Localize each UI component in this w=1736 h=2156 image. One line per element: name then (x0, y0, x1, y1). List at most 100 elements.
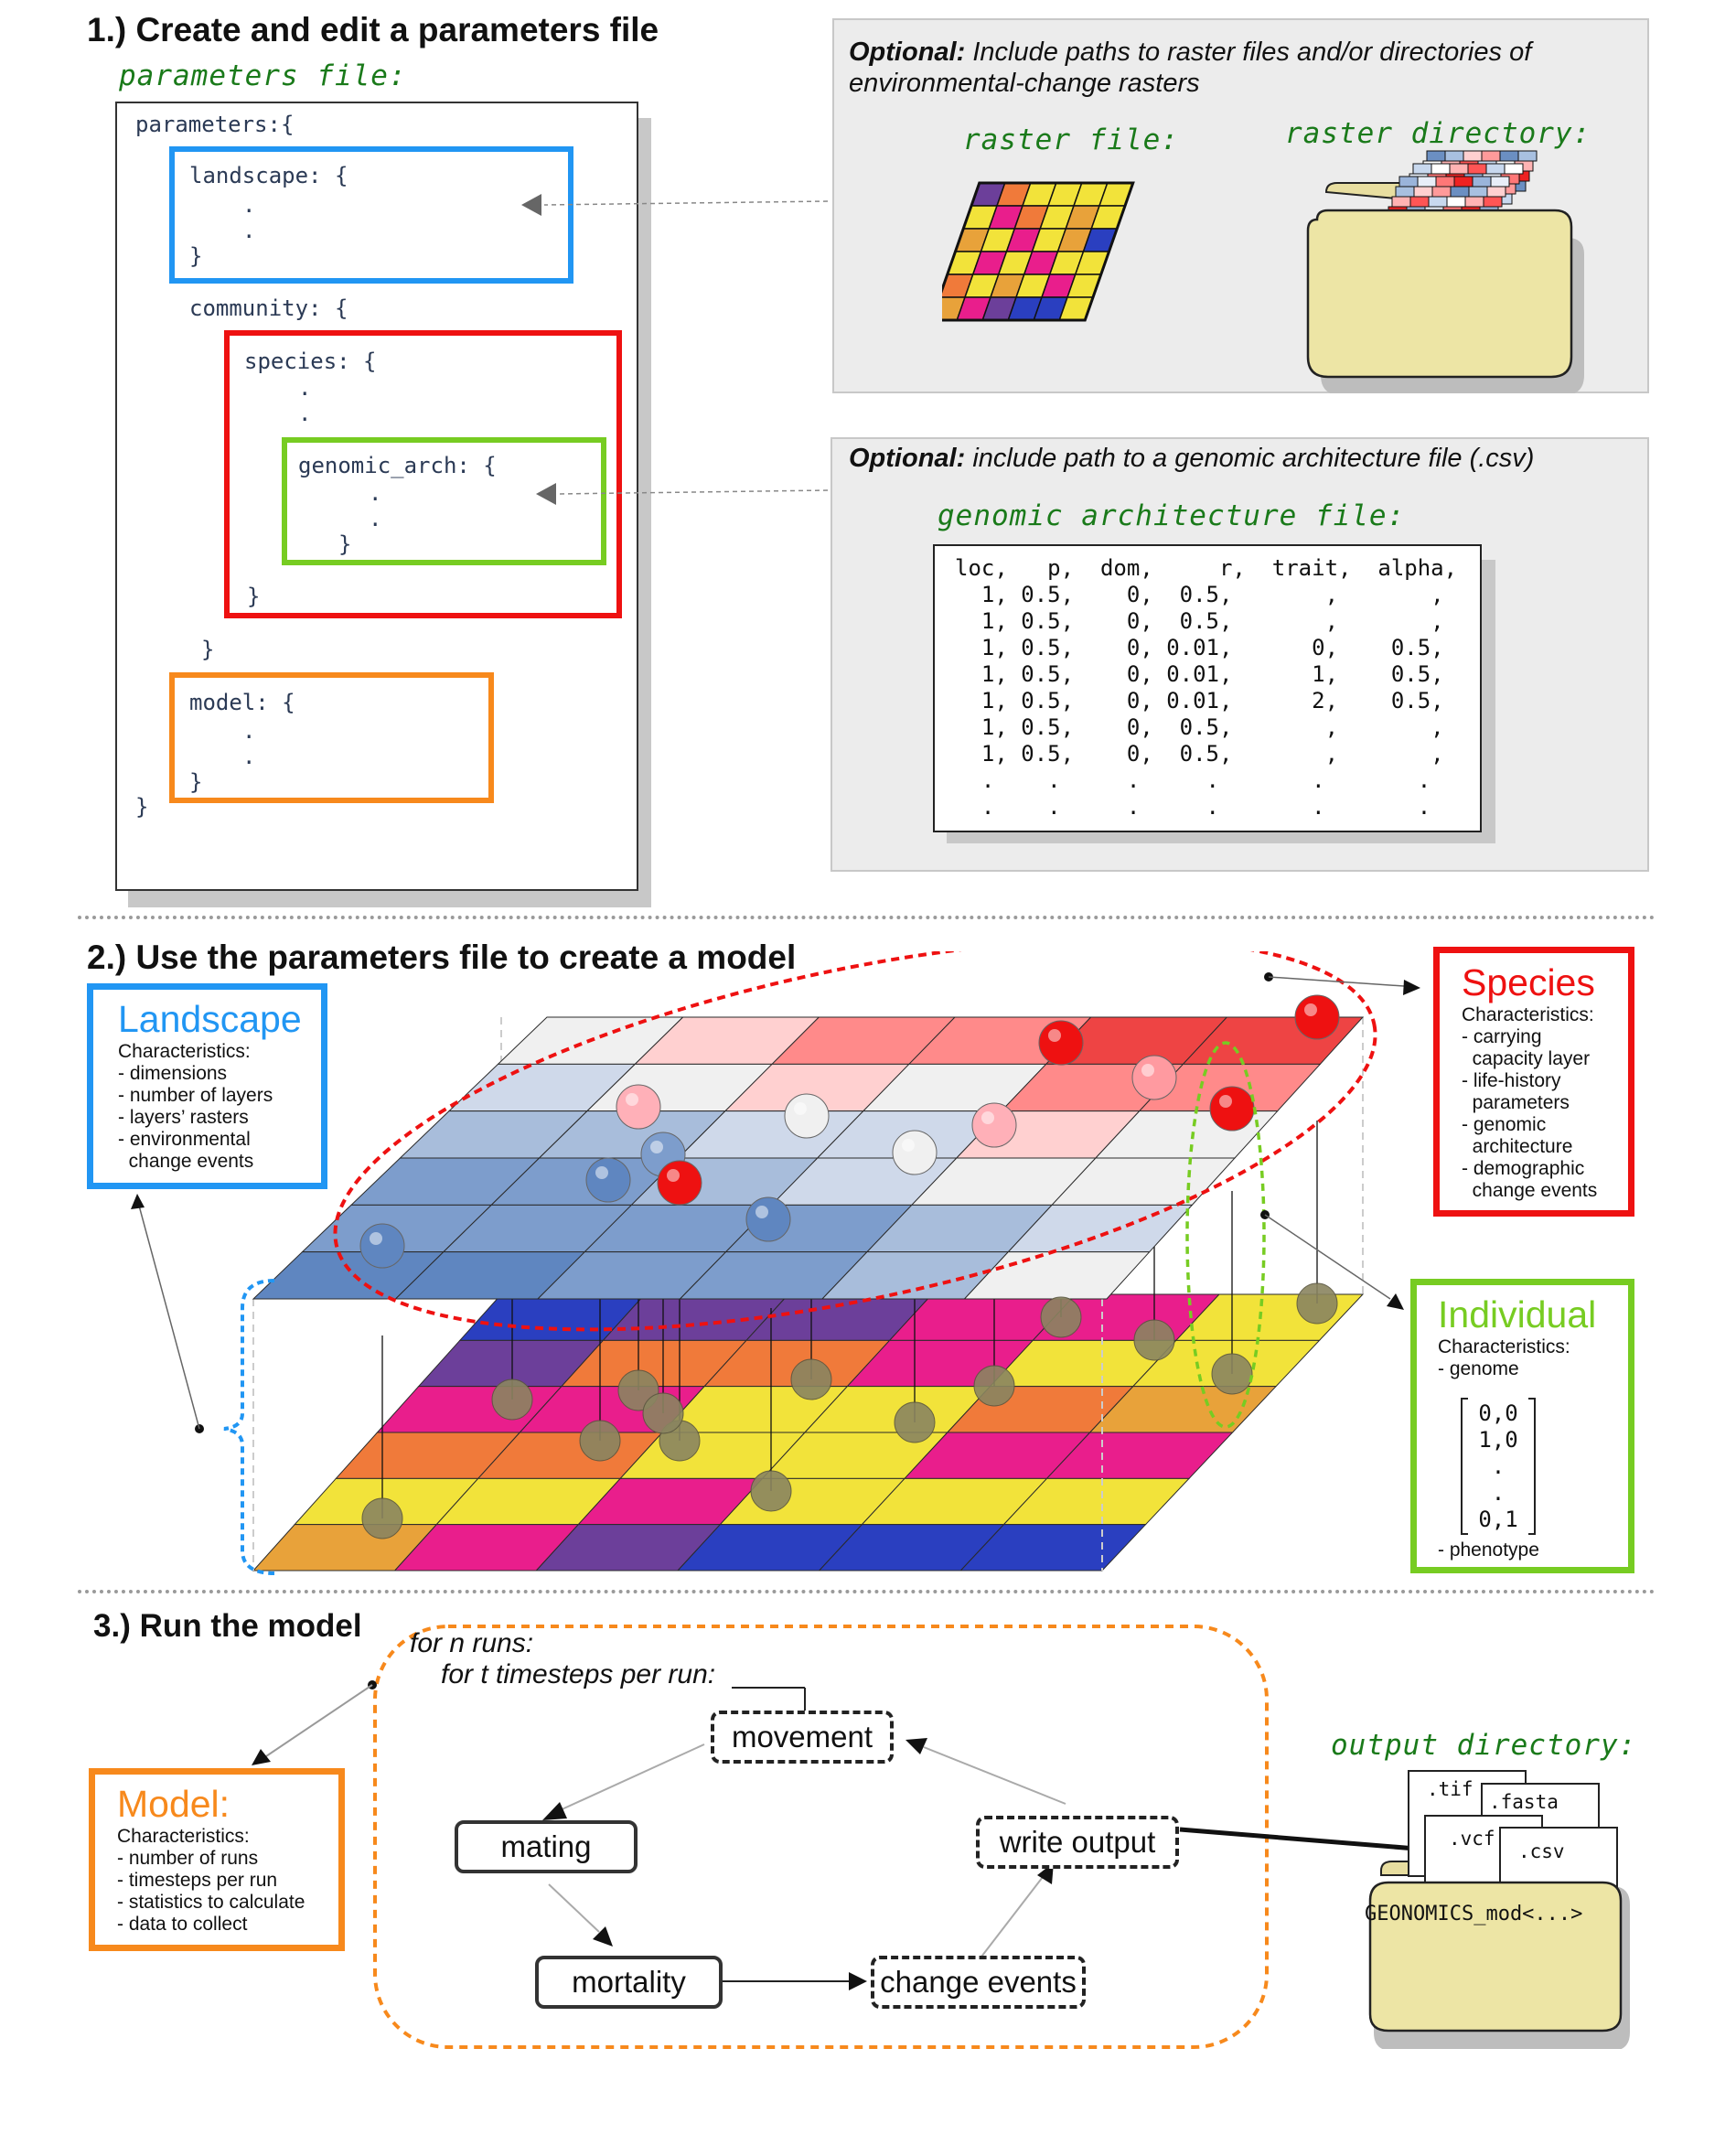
genomic-arch-box (282, 437, 606, 565)
landscape-characteristics: Characteristics:- dimensions- number of … (118, 1041, 321, 1173)
characteristic-item: - genome (1438, 1358, 1519, 1379)
species-ellipse (333, 951, 1377, 1332)
characteristic-item: - genomic (1462, 1114, 1547, 1135)
highlight (595, 1166, 608, 1179)
code-close: } (247, 584, 261, 609)
characteristic-item: Characteristics: (117, 1826, 250, 1847)
individual-point (491, 1378, 533, 1421)
model-card-title: Model: (117, 1783, 230, 1825)
arrowhead-icon (252, 1749, 271, 1765)
step-write-output: write output (976, 1816, 1179, 1869)
section-divider (78, 1590, 1656, 1593)
highlight (650, 1141, 663, 1153)
code-close: } (189, 769, 203, 795)
raster-cell (1412, 163, 1432, 175)
model-box (169, 672, 494, 803)
raster-cell (1431, 163, 1451, 175)
output-directory-label: output directory: (1331, 1729, 1637, 1762)
highlight (794, 1102, 807, 1115)
species-box (224, 330, 622, 618)
characteristic-item: - statistics to calculate (117, 1892, 305, 1913)
raster-file-icon (942, 181, 1135, 322)
characteristic-item: capacity layer (1462, 1048, 1591, 1069)
connector-line (138, 1205, 200, 1430)
highlight (1219, 1095, 1232, 1108)
loop-runs-label: for n runs: (410, 1628, 534, 1658)
code-species: species: { (244, 349, 377, 374)
raster-cell (1481, 150, 1501, 162)
individual-point (750, 1470, 792, 1512)
section3-title: 3.) Run the model (93, 1608, 362, 1644)
file-csv: .csv (1518, 1840, 1565, 1862)
raster-cell (1428, 196, 1448, 208)
section-divider (78, 916, 1656, 919)
code-close: } (201, 637, 215, 662)
characteristic-item: parameters (1462, 1092, 1570, 1113)
highlight (902, 1139, 915, 1152)
raster-cell (1398, 176, 1419, 188)
optional-genarch-desc: include path to a genomic architecture f… (965, 444, 1535, 473)
genome-row: 0,0 (1478, 1400, 1518, 1426)
individual-point (1131, 1055, 1177, 1100)
code-community: community: { (189, 295, 348, 321)
arrowhead-icon (521, 194, 541, 216)
individual-point (1038, 1020, 1084, 1066)
individual-point (1294, 994, 1340, 1040)
code-dot: . (298, 375, 312, 401)
characteristic-item: - number of runs (117, 1848, 259, 1869)
species-characteristics: Characteristics:- carrying capacity laye… (1462, 1004, 1628, 1202)
raster-cell (1444, 150, 1464, 162)
step-change-events: change events (871, 1956, 1086, 2009)
raster-cell (1446, 196, 1466, 208)
phenotype-label: - phenotype (1438, 1539, 1539, 1561)
raster-cell (1413, 186, 1433, 198)
loop-timesteps-label: for t timesteps per run: (441, 1659, 716, 1689)
highlight (755, 1206, 768, 1218)
landscape-3d-diagram (131, 951, 1420, 1575)
genome-row: . (1491, 1453, 1506, 1479)
individual-point (657, 1160, 702, 1206)
arrowhead-icon (906, 1738, 927, 1754)
characteristic-item: - dimensions (118, 1063, 228, 1084)
arrowhead-icon (593, 1926, 613, 1947)
raster-cell (1426, 150, 1446, 162)
section2-title: 2.) Use the parameters file to create a … (87, 939, 797, 976)
individual-point (1209, 1086, 1255, 1132)
individual-point (616, 1084, 661, 1130)
raster-cell (1450, 186, 1470, 198)
step-mating: mating (455, 1820, 638, 1873)
connector-line (263, 1684, 373, 1759)
individual-point (1133, 1319, 1175, 1361)
raster-cell (1486, 186, 1506, 198)
section1-title: 1.) Create and edit a parameters file (87, 11, 659, 48)
individual-point (894, 1401, 936, 1443)
characteristic-item: Characteristics: (1462, 1004, 1594, 1025)
characteristic-item: architecture (1462, 1136, 1573, 1157)
individual-point (1040, 1296, 1082, 1338)
individual-point (642, 1392, 684, 1434)
raster-cell (1485, 163, 1506, 175)
code-dot: . (242, 744, 256, 769)
model-card: Model: Characteristics:- number of runs -… (89, 1768, 345, 1951)
raster-cell (1517, 150, 1538, 162)
individual-point (745, 1196, 791, 1242)
highlight (370, 1232, 382, 1245)
individual-point (892, 1130, 938, 1175)
code-close: } (338, 531, 352, 557)
code-dot: . (369, 480, 382, 506)
landscape-brace (223, 1279, 275, 1575)
raster-cell (1395, 186, 1415, 198)
code-dot: . (242, 718, 256, 744)
csv-row: 1, 0.5, 0, 0.5, , , (955, 741, 1444, 767)
characteristic-item: - environmental (118, 1129, 251, 1150)
characteristic-item: - layers’ rasters (118, 1107, 249, 1128)
raster-cell (1483, 196, 1503, 208)
connector-line (1264, 1214, 1391, 1300)
landscape-card-title: Landscape (118, 998, 302, 1040)
characteristic-item: Characteristics: (118, 1041, 251, 1062)
individual-characteristics: Characteristics:- genome (1438, 1336, 1628, 1380)
csv-row: loc, p, dom, r, trait, alpha, (955, 555, 1458, 581)
raster-cell (1453, 176, 1473, 188)
code-dot: . (242, 192, 256, 218)
